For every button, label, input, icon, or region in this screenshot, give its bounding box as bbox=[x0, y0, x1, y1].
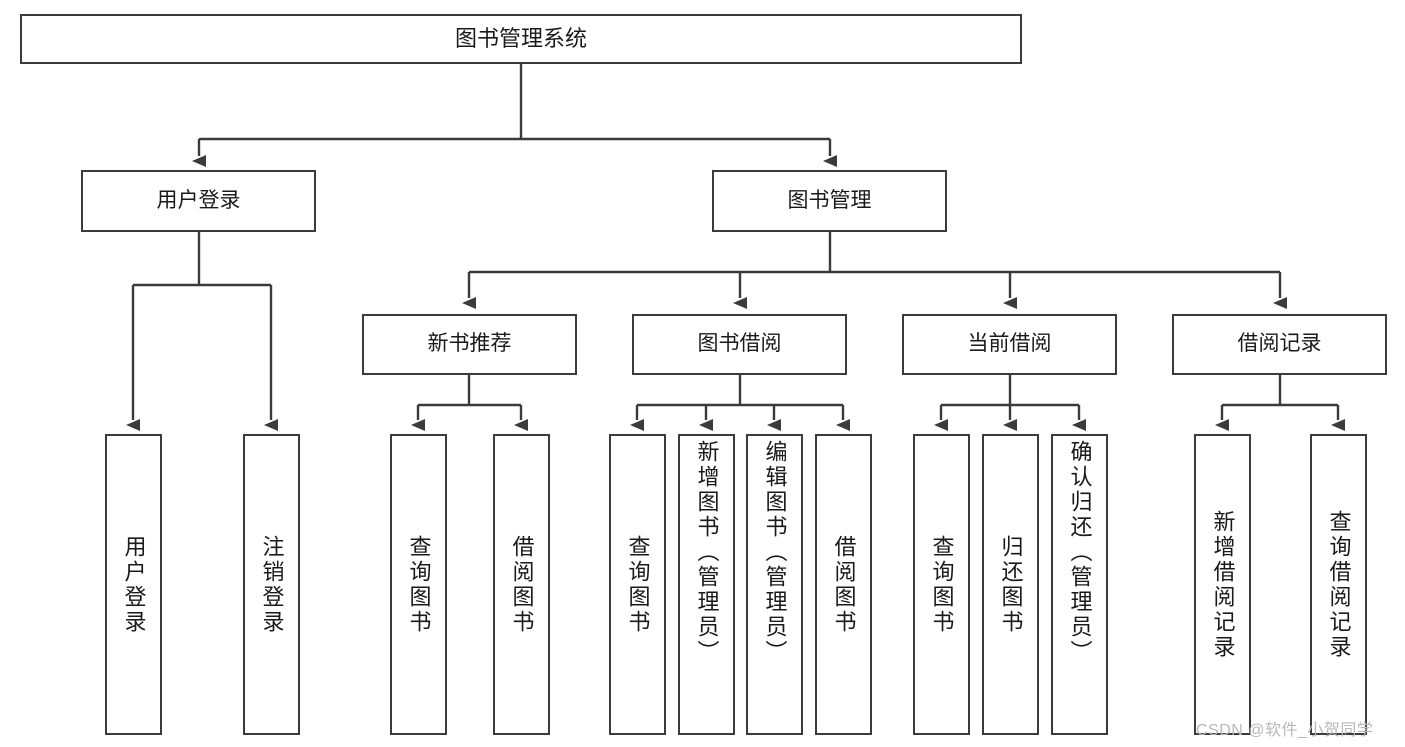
leaf-borrow-edit-book-admin[interactable]: 编辑图书（管理员） bbox=[746, 434, 803, 735]
node-label: 新增借阅记录 bbox=[1210, 509, 1236, 660]
node-current-borrow[interactable]: 当前借阅 bbox=[902, 314, 1117, 375]
node-label: 图书借阅 bbox=[697, 332, 782, 356]
node-label: 查询图书 bbox=[929, 534, 955, 635]
node-label: 查询图书 bbox=[406, 534, 432, 635]
node-label: 用户登录 bbox=[156, 188, 241, 212]
node-label: 新书推荐 bbox=[427, 332, 512, 356]
node-label: 用户登录 bbox=[121, 534, 147, 635]
node-root-system[interactable]: 图书管理系统 bbox=[20, 14, 1022, 64]
node-label: 图书管理系统 bbox=[454, 26, 587, 52]
node-label: 查询图书 bbox=[625, 534, 651, 635]
leaf-recommend-borrow-book[interactable]: 借阅图书 bbox=[493, 434, 550, 735]
node-user-login[interactable]: 用户登录 bbox=[81, 170, 316, 232]
node-label: 编辑图书（管理员） bbox=[762, 440, 788, 665]
node-label: 查询借阅记录 bbox=[1326, 509, 1352, 660]
node-label: 新增图书（管理员） bbox=[694, 440, 720, 665]
leaf-user-login-login[interactable]: 用户登录 bbox=[105, 434, 162, 735]
node-label: 确认归还（管理员） bbox=[1067, 440, 1093, 665]
leaf-borrow-borrow-book[interactable]: 借阅图书 bbox=[815, 434, 872, 735]
node-book-borrow[interactable]: 图书借阅 bbox=[632, 314, 847, 375]
node-label: 当前借阅 bbox=[967, 332, 1052, 356]
csdn-watermark: CSDN @软件_小贺同学 bbox=[1196, 722, 1374, 739]
node-new-book-recommend[interactable]: 新书推荐 bbox=[362, 314, 577, 375]
leaf-record-query-borrow-record[interactable]: 查询借阅记录 bbox=[1310, 434, 1367, 735]
node-label: 借阅图书 bbox=[831, 534, 857, 635]
leaf-borrow-add-book-admin[interactable]: 新增图书（管理员） bbox=[678, 434, 735, 735]
node-book-management[interactable]: 图书管理 bbox=[712, 170, 947, 232]
node-label: 归还图书 bbox=[998, 534, 1024, 635]
node-label: 图书管理 bbox=[787, 188, 872, 212]
node-borrow-record[interactable]: 借阅记录 bbox=[1172, 314, 1387, 375]
leaf-current-confirm-return-admin[interactable]: 确认归还（管理员） bbox=[1051, 434, 1108, 735]
leaf-record-add-borrow-record[interactable]: 新增借阅记录 bbox=[1194, 434, 1251, 735]
leaf-user-login-logout[interactable]: 注销登录 bbox=[243, 434, 300, 735]
node-label: 借阅记录 bbox=[1237, 332, 1322, 356]
leaf-borrow-query-book[interactable]: 查询图书 bbox=[609, 434, 666, 735]
node-label: 借阅图书 bbox=[509, 534, 535, 635]
leaf-recommend-query-book[interactable]: 查询图书 bbox=[390, 434, 447, 735]
node-label: 注销登录 bbox=[259, 534, 285, 635]
leaf-current-return-book[interactable]: 归还图书 bbox=[982, 434, 1039, 735]
leaf-current-query-book[interactable]: 查询图书 bbox=[913, 434, 970, 735]
